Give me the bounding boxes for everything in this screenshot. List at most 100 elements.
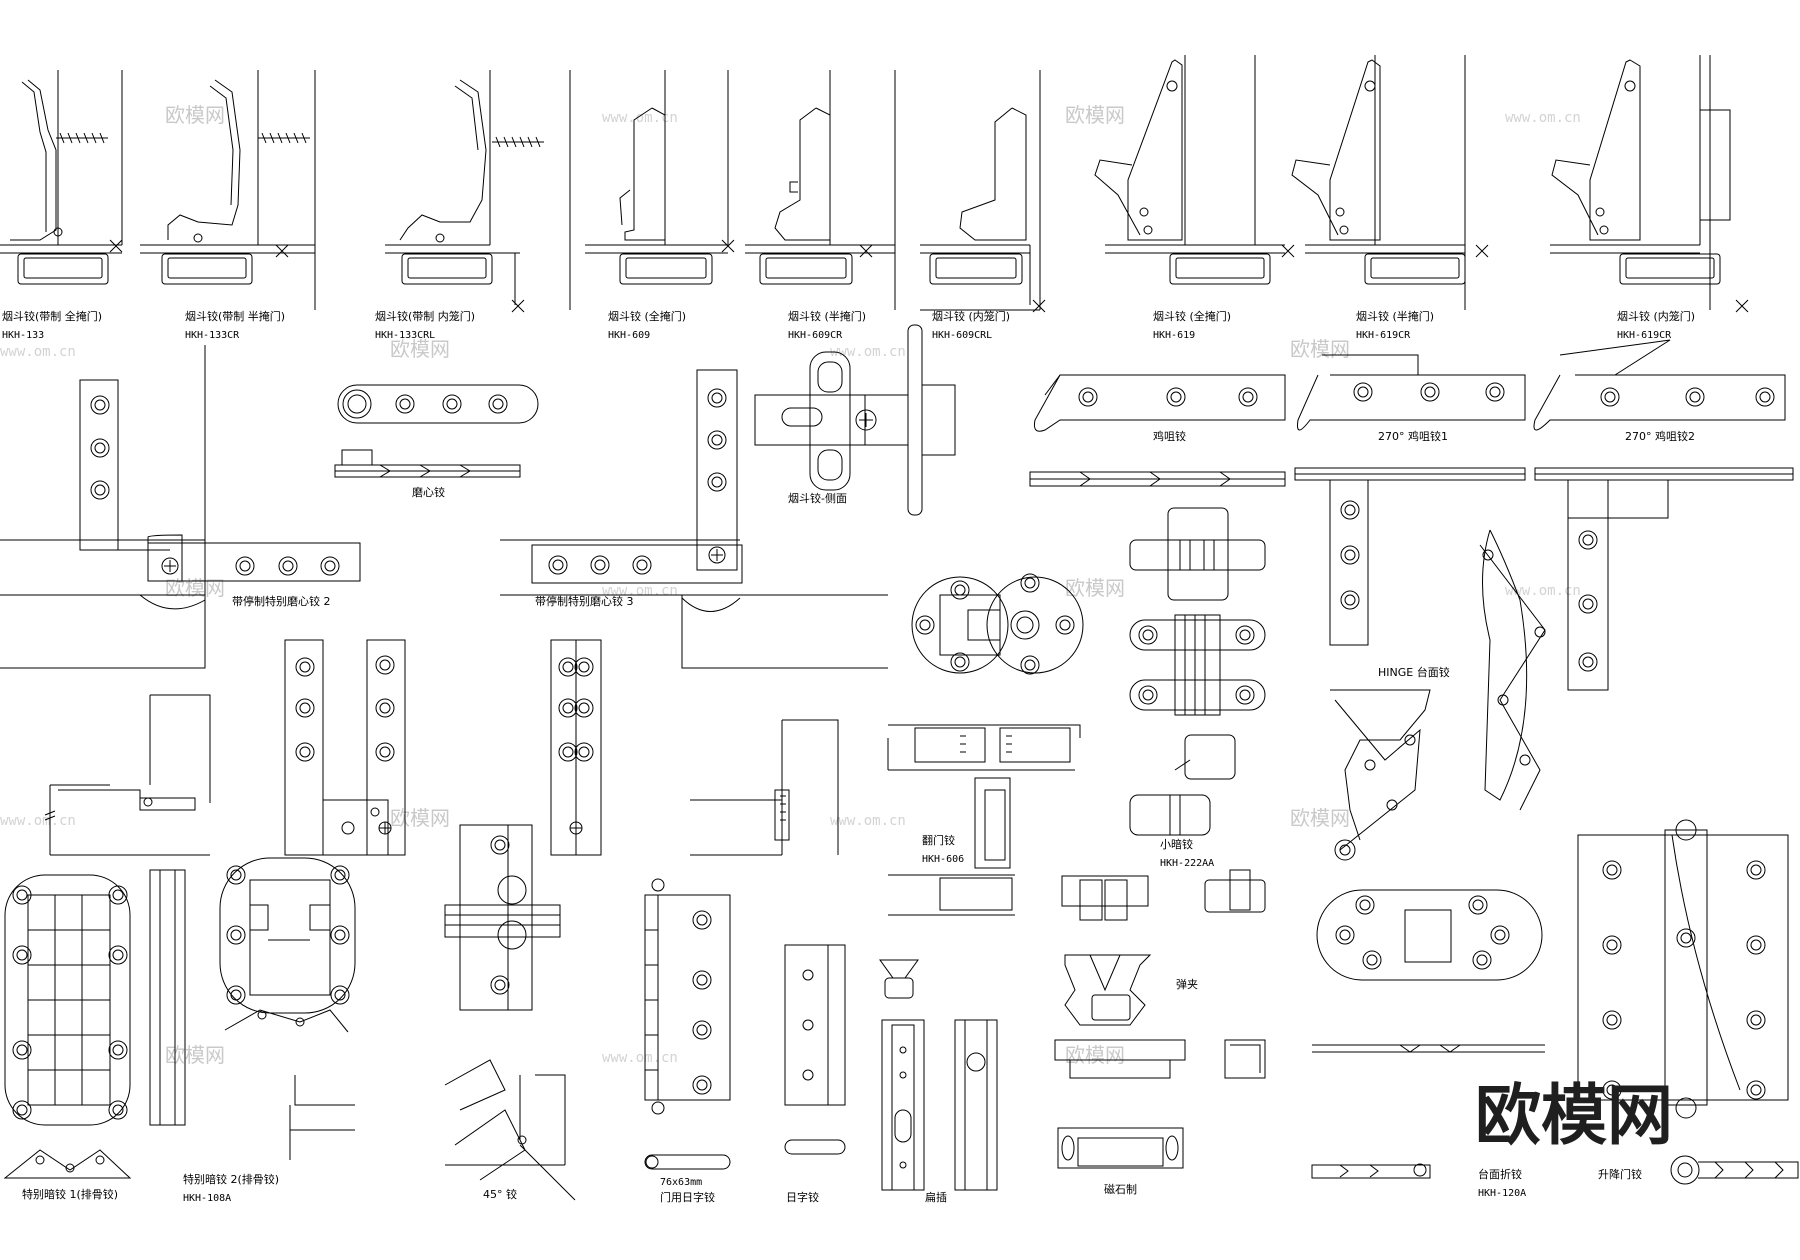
hinge-concealed-box bbox=[444, 824, 561, 1011]
label-hkh-133cr-name: 烟斗铰(带制 半掩门) bbox=[185, 309, 285, 323]
hinge-cross-concealed bbox=[1129, 507, 1266, 716]
label-hkh-619cr-name: 烟斗铰 (半掩门) bbox=[1356, 309, 1434, 323]
watermark-brand: 欧模网 bbox=[1065, 1043, 1125, 1067]
watermark-site: www.om.cn bbox=[830, 813, 906, 829]
label-pivot-moxin: 磨心铰 bbox=[412, 485, 445, 499]
hinge-special-conceal-2: 特别暗铰 2(排骨铰) HKH-108A bbox=[183, 857, 356, 1204]
label-hkh-133-name: 烟斗铰(带制 全掩门) bbox=[2, 309, 102, 323]
label-small-concealed-code: HKH-222AA bbox=[1160, 858, 1214, 869]
watermark-brand: 欧模网 bbox=[165, 576, 225, 600]
hinge-spring-clip: 弹夹 bbox=[1061, 869, 1266, 1026]
watermark-site: www.om.cn bbox=[830, 344, 906, 360]
label-special-2-code: HKH-108A bbox=[183, 1193, 231, 1204]
label-pivot-stop-3: 带停制特别磨心铰 3 bbox=[535, 594, 634, 608]
label-spring-clip: 弹夹 bbox=[1176, 977, 1198, 991]
row-pivot-hinges: 带停制特别磨心铰 2 磨心铰 带停制特别磨心铰 3 烟斗铰-侧面 bbox=[0, 324, 1794, 861]
watermark-site: www.om.cn bbox=[0, 813, 76, 829]
label-hkh-619-code: HKH-619 bbox=[1153, 330, 1195, 341]
label-door-hinge: 门用日字铰 bbox=[660, 1190, 715, 1204]
label-hkh-609-name: 烟斗铰 (全掩门) bbox=[608, 309, 686, 323]
watermarks: 欧模网 www.om.cn 欧模网 www.om.cn www.om.cn 欧模… bbox=[0, 103, 1581, 1067]
watermark-site: www.om.cn bbox=[1505, 110, 1581, 126]
label-hkh-609cr-name: 烟斗铰 (半掩门) bbox=[788, 309, 866, 323]
label-flat-bolt: 扁插 bbox=[925, 1190, 947, 1204]
hinge-l-plate bbox=[284, 639, 406, 856]
hinge-door-butt: 76x63mm 门用日字铰 bbox=[644, 878, 731, 1204]
hinge-ri-zi: 日字铰 bbox=[784, 944, 846, 1204]
pivot-hinge-stop-3: 带停制特别磨心铰 3 bbox=[500, 369, 888, 669]
hinge-double-plate bbox=[550, 639, 602, 856]
label-ri-zi: 日字铰 bbox=[786, 1190, 819, 1204]
label-special-2: 特别暗铰 2(排骨铰) bbox=[183, 1172, 279, 1186]
hinge-table-fold-linkage bbox=[1479, 529, 1546, 811]
watermark-site: www.om.cn bbox=[0, 344, 76, 360]
label-hkh-133crl-code: HKH-133CRL bbox=[375, 330, 435, 341]
label-hkh-619cr-code: HKH-619CR bbox=[1356, 330, 1411, 341]
label-hkh-609crl-code: HKH-609CRL bbox=[932, 330, 992, 341]
label-hkh-619-name: 烟斗铰 (全掩门) bbox=[1153, 309, 1231, 323]
watermark-brand: 欧模网 bbox=[165, 103, 225, 127]
bolt-flat: 扁插 bbox=[879, 959, 998, 1204]
watermark-site: www.om.cn bbox=[1505, 583, 1581, 599]
label-flap-hinge-code: HKH-606 bbox=[922, 854, 964, 865]
label-45-degree: 45° 铰 bbox=[483, 1187, 517, 1201]
hinge-ji-zui-270-1: 270° 鸡咀铰1 bbox=[1294, 354, 1526, 646]
pivot-hinge-stop-2: 带停制特别磨心铰 2 bbox=[0, 345, 361, 669]
hinge-ji-zui: 鸡咀铰 bbox=[1029, 374, 1286, 487]
row-concealed-hinges: 烟斗铰(带制 全掩门) HKH-133 烟斗铰(带制 半掩门) HKH-133C… bbox=[0, 55, 1749, 341]
section-l-bracket bbox=[44, 694, 211, 856]
label-hkh-133-code: HKH-133 bbox=[2, 330, 44, 341]
label-table-top-hinge: HINGE 台面铰 bbox=[1378, 665, 1450, 679]
watermark-site: www.om.cn bbox=[602, 1050, 678, 1066]
label-hinge-side-view: 烟斗铰-侧面 bbox=[788, 491, 847, 505]
label-small-concealed: 小暗铰 bbox=[1160, 837, 1193, 851]
hinge-round-concealed bbox=[911, 573, 1084, 675]
label-magnet-catch: 磁石制 bbox=[1104, 1183, 1137, 1196]
hinge-flap-606: 翻门铰 HKH-606 bbox=[887, 724, 1081, 916]
hinge-hkh-619 bbox=[1094, 55, 1295, 285]
watermark-site: www.om.cn bbox=[602, 110, 678, 126]
label-lift-door: 升降门铰 bbox=[1598, 1167, 1642, 1181]
label-ji-zui-270-1: 270° 鸡咀铰1 bbox=[1378, 429, 1448, 443]
hinge-hkh-133crl bbox=[385, 70, 571, 313]
hinge-hkh-133cr bbox=[140, 70, 316, 310]
label-ji-zui-270-2: 270° 鸡咀铰2 bbox=[1625, 429, 1695, 443]
brand-logo: 欧模网 bbox=[1475, 1077, 1673, 1154]
watermark-brand: 欧模网 bbox=[165, 1043, 225, 1067]
label-door-hinge-size: 76x63mm bbox=[660, 1177, 702, 1188]
hinge-small-concealed: 小暗铰 HKH-222AA bbox=[1129, 734, 1236, 869]
pivot-hinge-moxin: 磨心铰 bbox=[334, 384, 539, 499]
watermark-brand: 欧模网 bbox=[390, 806, 450, 830]
label-table-fold-code: HKH-120A bbox=[1478, 1188, 1526, 1199]
label-hkh-133crl-name: 烟斗铰(带制 内笼门) bbox=[375, 309, 475, 323]
hinge-hkh-609crl bbox=[920, 70, 1046, 313]
label-flap-hinge: 翻门铰 bbox=[922, 833, 955, 847]
label-hkh-609cr-code: HKH-609CR bbox=[788, 330, 843, 341]
label-special-1: 特别暗铰 1(排骨铰) bbox=[22, 1187, 118, 1201]
watermark-brand: 欧模网 bbox=[1065, 103, 1125, 127]
hinge-hkh-619cr-inset bbox=[1550, 55, 1749, 313]
label-table-fold: 台面折铰 bbox=[1478, 1167, 1522, 1181]
label-hkh-619cr-inset-name: 烟斗铰 (内笼门) bbox=[1617, 309, 1695, 323]
hinge-special-conceal-1: 特别暗铰 1(排骨铰) bbox=[3, 869, 186, 1201]
row-butt-hinges: 翻门铰 HKH-606 小暗铰 HKH-222AA 弹夹 磁石制 bbox=[3, 639, 1799, 1204]
label-hkh-133cr-code: HKH-133CR bbox=[185, 330, 240, 341]
hinge-side-view: 烟斗铰-侧面 bbox=[754, 324, 956, 516]
label-hkh-609-code: HKH-609 bbox=[608, 330, 650, 341]
label-ji-zui: 鸡咀铰 bbox=[1153, 429, 1186, 443]
watermark-brand: 欧模网 bbox=[1290, 806, 1350, 830]
hinge-table-top: HINGE 台面铰 bbox=[1330, 665, 1450, 861]
watermark-brand: 欧模网 bbox=[1290, 337, 1350, 361]
hinge-ji-zui-270-2: 270° 鸡咀铰2 bbox=[1533, 339, 1794, 691]
catch-magnet: 磁石制 bbox=[1054, 1039, 1266, 1196]
section-frame-mount bbox=[690, 719, 839, 856]
hinge-hkh-619cr bbox=[1291, 55, 1489, 310]
watermark-brand: 欧模网 bbox=[1065, 576, 1125, 600]
hinge-45-degree: 45° 铰 bbox=[444, 1059, 576, 1201]
watermark-brand: 欧模网 bbox=[390, 337, 450, 361]
hinge-lift-door: 升降门铰 bbox=[1577, 819, 1799, 1185]
hinge-hkh-609 bbox=[585, 70, 735, 285]
hinge-table-fold-120a: 台面折铰 HKH-120A bbox=[1311, 889, 1545, 1199]
label-hkh-619cr-inset-code: HKH-619CR bbox=[1617, 330, 1672, 341]
